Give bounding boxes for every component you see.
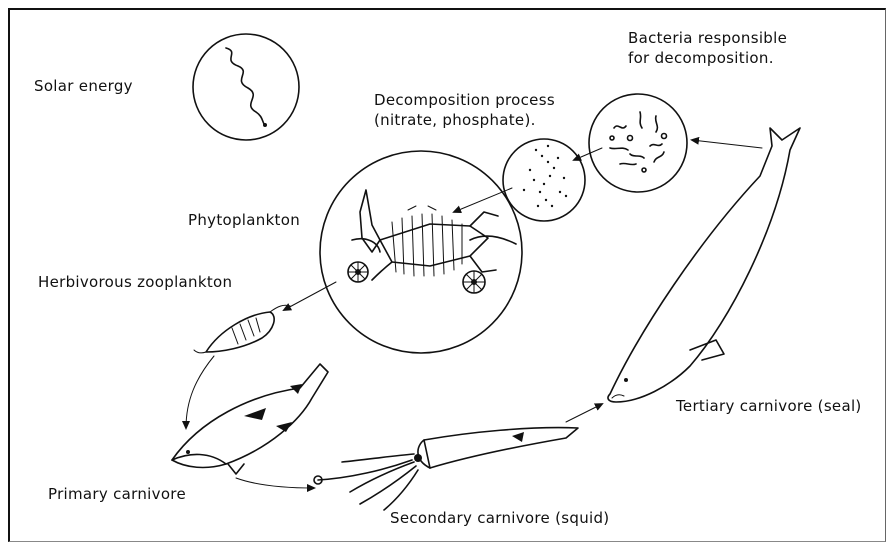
solar-energy-circle bbox=[193, 34, 299, 140]
zooplankton-drawing bbox=[194, 305, 290, 353]
seal-drawing bbox=[608, 128, 800, 402]
label-herbivorous-zooplankton: Herbivorous zooplankton bbox=[38, 272, 232, 292]
label-solar-energy: Solar energy bbox=[34, 76, 133, 96]
label-tertiary-carnivore: Tertiary carnivore (seal) bbox=[676, 396, 862, 416]
label-decomposition: Decomposition process (nitrate, phosphat… bbox=[374, 90, 555, 130]
diatom-chain bbox=[352, 190, 516, 280]
label-primary-carnivore: Primary carnivore bbox=[48, 484, 186, 504]
primary-carnivore-fish bbox=[172, 364, 328, 474]
radial-diatom-right bbox=[463, 271, 485, 293]
squid-drawing bbox=[314, 428, 578, 510]
phytoplankton-circle bbox=[320, 151, 522, 353]
decomposition-circle bbox=[503, 139, 585, 221]
label-bacteria: Bacteria responsible for decomposition. bbox=[628, 28, 787, 68]
label-secondary-carnivore: Secondary carnivore (squid) bbox=[390, 508, 609, 528]
label-phytoplankton: Phytoplankton bbox=[188, 210, 300, 230]
radial-diatom-left bbox=[348, 262, 368, 282]
bacteria-circle bbox=[589, 94, 687, 192]
